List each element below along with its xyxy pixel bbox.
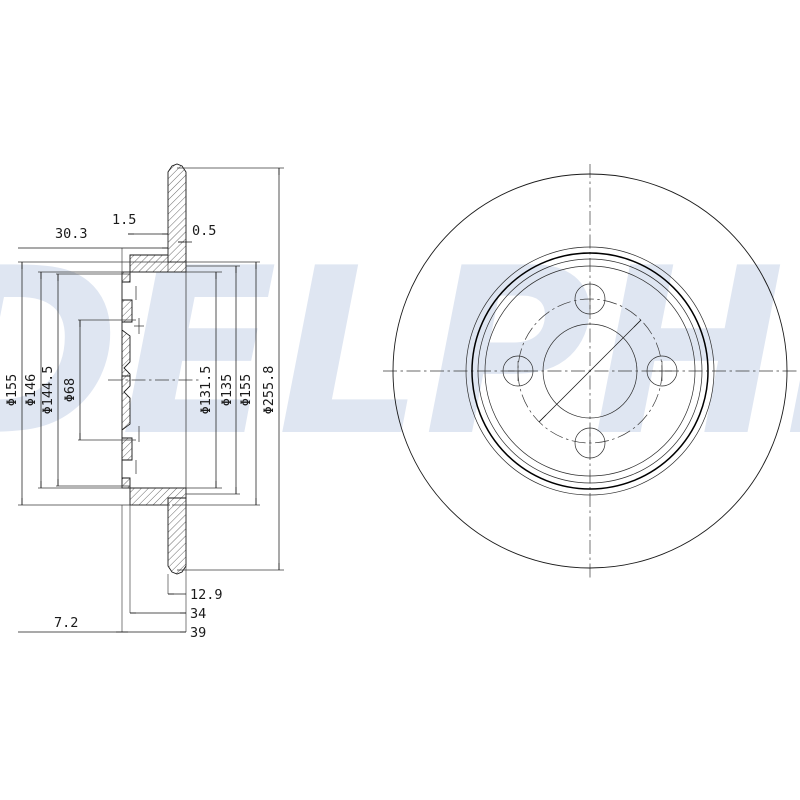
dim-label-0-5: 0.5 — [192, 223, 216, 239]
dim-label-30-3: 30.3 — [55, 226, 88, 242]
dimension-group-vertical-right: Φ131.5 Φ135 Φ155 Φ255.8 — [172, 167, 284, 571]
bolt-hole-center-marks — [508, 289, 672, 453]
hub-bore-circle — [542, 323, 638, 419]
bolt-hole-right — [646, 355, 678, 387]
disc-outer-circle — [392, 173, 788, 569]
dim-label-d131-5: Φ131.5 — [198, 366, 214, 415]
section-outer-rib-top — [167, 163, 187, 263]
hub-flange-circle — [484, 265, 696, 477]
dim-arrows-vertical-right — [215, 168, 280, 570]
dim-label-d255-8: Φ255.8 — [261, 366, 277, 415]
section-hub-cavity-lines — [131, 286, 137, 474]
dim-label-d155-left: Φ155 — [4, 374, 20, 407]
section-internal-marks — [134, 318, 144, 442]
dim-label-d155-right: Φ155 — [238, 374, 254, 407]
section-hub-lower — [121, 375, 133, 489]
dim-label-7-2: 7.2 — [54, 615, 78, 631]
dimension-group-top: 30.3 1.5 0.5 — [18, 212, 216, 272]
dim-label-12-9: 12.9 — [190, 587, 223, 603]
bolt-circle-dimension-line — [538, 319, 642, 423]
bolt-circle-dimension-arrows — [538, 319, 642, 423]
dim-label-d146: Φ146 — [23, 374, 39, 407]
dim-label-1-5: 1.5 — [112, 212, 136, 228]
dimension-group-vertical-left: Φ155 Φ146 Φ144.5 Φ68 — [4, 261, 170, 506]
bolt-hole-top — [574, 283, 606, 315]
bolt-hole-bottom — [574, 427, 606, 459]
dim-label-d68: Φ68 — [62, 378, 78, 402]
rotor-face-ring — [471, 252, 709, 490]
section-outer-rib-bottom — [167, 497, 187, 575]
front-view — [383, 164, 797, 578]
dim-label-34: 34 — [190, 606, 206, 622]
dim-arrows-vertical-left — [21, 262, 81, 505]
dim-label-d144-5: Φ144.5 — [40, 366, 56, 415]
bolt-hole-left — [502, 355, 534, 387]
rotor-face-inner-circle — [477, 258, 703, 484]
dimension-group-bottom: 12.9 34 39 7.2 — [18, 505, 223, 641]
section-view: 30.3 1.5 0.5 — [4, 163, 284, 641]
rotor-face-outer-circle — [465, 246, 715, 496]
dim-label-39: 39 — [190, 625, 206, 641]
dim-label-d135: Φ135 — [219, 374, 235, 407]
